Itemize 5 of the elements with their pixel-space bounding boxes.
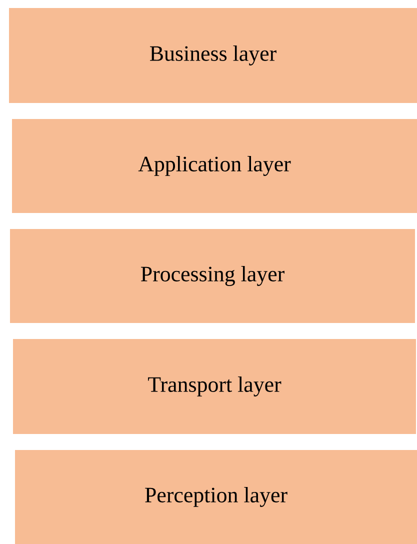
layer-box: Perception layer — [15, 450, 417, 544]
layer-box: Transport layer — [13, 339, 416, 434]
layer-box: Processing layer — [10, 229, 415, 323]
layer-box: Business layer — [9, 8, 417, 103]
layer-box: Application layer — [12, 119, 417, 213]
